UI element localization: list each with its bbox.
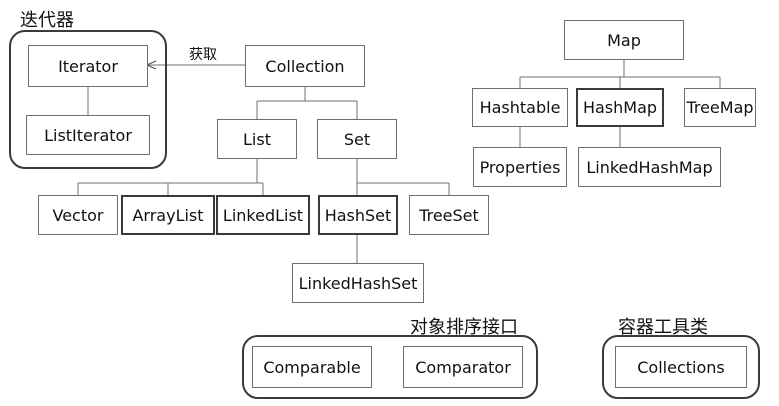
vector-node: Vector (38, 195, 118, 235)
list-node: List (217, 119, 297, 159)
array-list-node: ArrayList (121, 195, 215, 235)
iterator-group (9, 30, 167, 169)
obtain-label: 获取 (189, 47, 217, 63)
hashtable-node: Hashtable (472, 88, 568, 127)
sort-interface-group-label: 对象排序接口 (410, 317, 518, 338)
iterator-group-label: 迭代器 (20, 10, 74, 31)
list-iterator-node: ListIterator (26, 115, 150, 155)
sort-interface-group (242, 335, 538, 399)
iterator-node: Iterator (28, 45, 148, 87)
collection-node: Collection (245, 45, 365, 87)
tree-set-node: TreeSet (409, 195, 489, 235)
hash-set-node: HashSet (318, 195, 398, 235)
collections-node: Collections (615, 346, 747, 388)
comparable-node: Comparable (252, 346, 372, 388)
util-class-group (602, 335, 760, 399)
linked-list-node: LinkedList (216, 195, 310, 235)
linked-hash-map-node: LinkedHashMap (578, 147, 721, 187)
tree-map-node: TreeMap (684, 88, 756, 127)
map-node: Map (564, 20, 684, 60)
set-node: Set (317, 119, 397, 159)
comparator-node: Comparator (403, 346, 523, 388)
linked-hash-set-node: LinkedHashSet (292, 263, 424, 303)
properties-node: Properties (473, 147, 567, 187)
util-class-group-label: 容器工具类 (618, 317, 708, 338)
hash-map-node: HashMap (576, 88, 664, 127)
